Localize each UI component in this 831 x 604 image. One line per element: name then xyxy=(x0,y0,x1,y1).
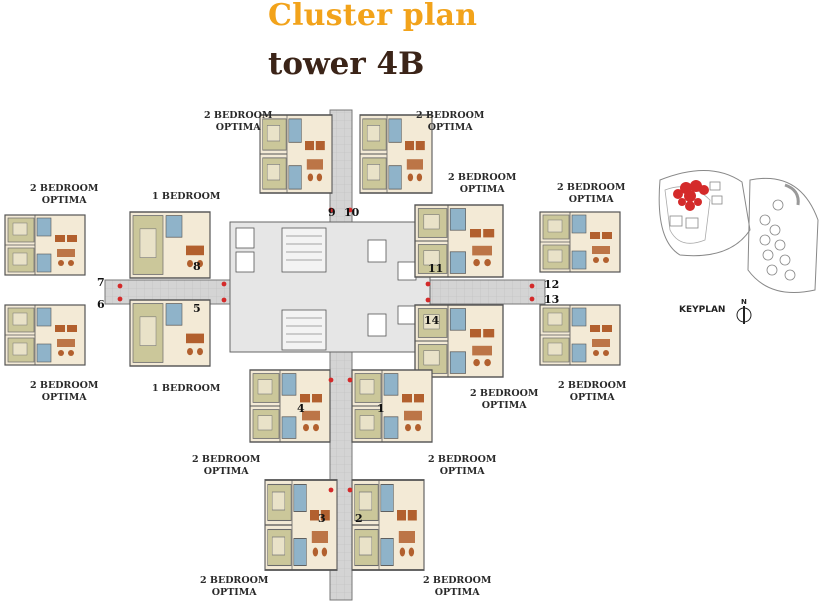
unit-label-lower-left-near: 1 BEDROOM xyxy=(152,383,221,394)
unit-number: 12 xyxy=(544,278,560,291)
keyplan-label: KEYPLAN xyxy=(679,305,726,315)
unit-number: 8 xyxy=(193,260,201,273)
unit-number: 7 xyxy=(97,276,105,289)
unit-number: 10 xyxy=(344,206,360,219)
unit-number: 11 xyxy=(428,262,444,275)
cluster-floor-plan xyxy=(4,109,621,601)
unit-number: 13 xyxy=(544,293,560,306)
unit-number: 1 xyxy=(377,402,385,415)
north-arrow-icon: N xyxy=(736,298,752,324)
unit-number: 3 xyxy=(318,512,326,525)
north-label: N xyxy=(741,298,747,306)
keyplan-map xyxy=(658,170,819,293)
unit-number: 14 xyxy=(424,314,440,327)
unit-number: 9 xyxy=(328,206,336,219)
plan-subtitle: tower 4B xyxy=(268,46,425,82)
unit-number: 5 xyxy=(193,302,201,315)
plan-title: Cluster plan xyxy=(268,0,478,33)
unit-number: 6 xyxy=(97,298,105,311)
unit-number: 2 xyxy=(355,512,363,525)
unit-label-upper-left-near: 1 BEDROOM xyxy=(152,191,221,202)
unit-number: 4 xyxy=(297,402,305,415)
